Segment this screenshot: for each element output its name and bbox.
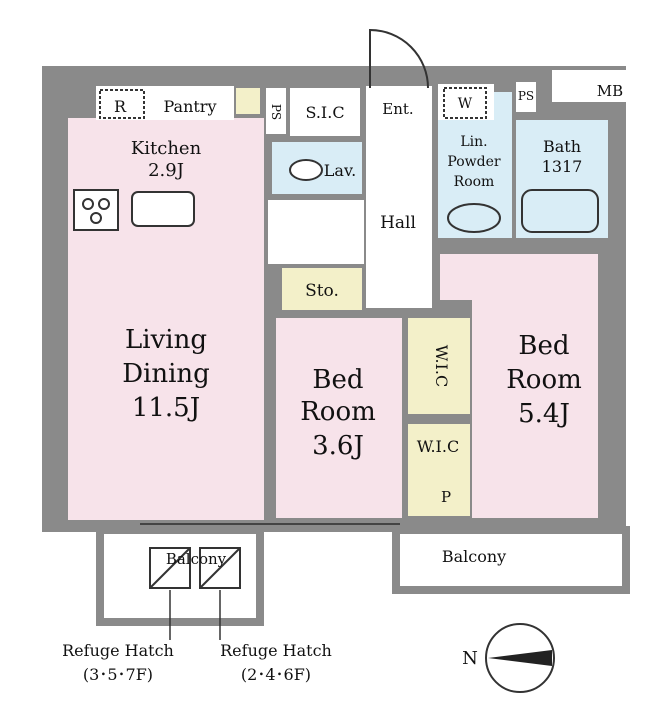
wic-upper-floor [408,318,470,414]
balcony-left-label: Balcony [166,550,227,568]
powder-line1: Lin. [460,134,487,150]
washer-area [438,84,494,120]
lav-label: Lav. [324,161,356,180]
toilet-icon [289,159,323,181]
ps-right-box [516,82,536,112]
sto-label: Sto. [305,281,339,301]
refuge-hatch-2-title: Refuge Hatch [220,641,332,660]
kitchen-size: 2.9J [148,160,184,181]
compass-needle [488,650,552,666]
ps-left-box [266,88,286,134]
wic-upper-label: W.I.C [432,345,451,387]
bath-name: Bath [543,137,581,156]
kitchen-sink [131,191,195,227]
balcony-right-label: Balcony [442,547,506,566]
entrance-door [369,28,429,89]
burner-icon [82,198,94,210]
bed1-line1: Bed [312,365,363,395]
refuge-hatch-1-title: Refuge Hatch [62,641,174,660]
pantry-area [96,86,234,120]
living-line2: Dining [122,359,210,389]
wic-lower-floor [408,424,470,516]
closet-area [268,200,364,264]
burner-icon [90,212,102,224]
bed1-size: 3.6J [312,431,364,461]
mb-label: MB [597,82,623,100]
ps-right-label: PS [518,89,534,103]
refrigerator-icon [99,89,145,119]
mb-box [552,70,626,102]
powder-line2: Powder [447,154,501,170]
wic-lower-label: W.I.C [417,437,459,456]
bed2-line2: Room [506,365,582,395]
bed2-line1: Bed [518,331,569,361]
balcony-right [392,526,630,594]
living-size: 11.5J [132,393,200,423]
kitchen-name: Kitchen [131,138,202,159]
sto-floor [282,268,362,310]
bedroom-2-notch [440,254,472,300]
refuge-hatch-2-floors: (2･4･6F) [241,665,311,684]
sic-floor [290,88,360,136]
pantry-label: Pantry [163,97,216,116]
ent-floor [366,88,426,130]
hall-label: Hall [380,213,416,233]
refrigerator-label: R [114,97,127,116]
washer-icon [443,87,487,119]
ps-left-label: PS [269,104,283,120]
bathtub-icon [521,189,599,233]
powder-line3: Room [454,174,495,190]
bed2-size: 5.4J [518,399,570,429]
hatch-ladder [199,547,241,589]
washer-label: W [458,96,473,112]
bedroom-1-floor [276,318,402,518]
pantry-floor [236,88,260,114]
living-line1: Living [125,325,207,355]
hatch-ladder [149,547,191,589]
ent-label: Ent. [382,100,413,118]
bed1-line2: Room [300,397,376,427]
compass-north-label: N [462,648,478,669]
bedroom-2-floor [472,254,598,518]
wash-basin-icon [447,203,501,233]
pipe-label: P [441,488,451,506]
bath-size: 1317 [542,157,583,176]
kitchen-floor [68,118,264,188]
refuge-hatch-1-floors: (3･5･7F) [83,665,153,684]
sic-label: S.I.C [305,103,344,122]
burner-icon [98,198,110,210]
